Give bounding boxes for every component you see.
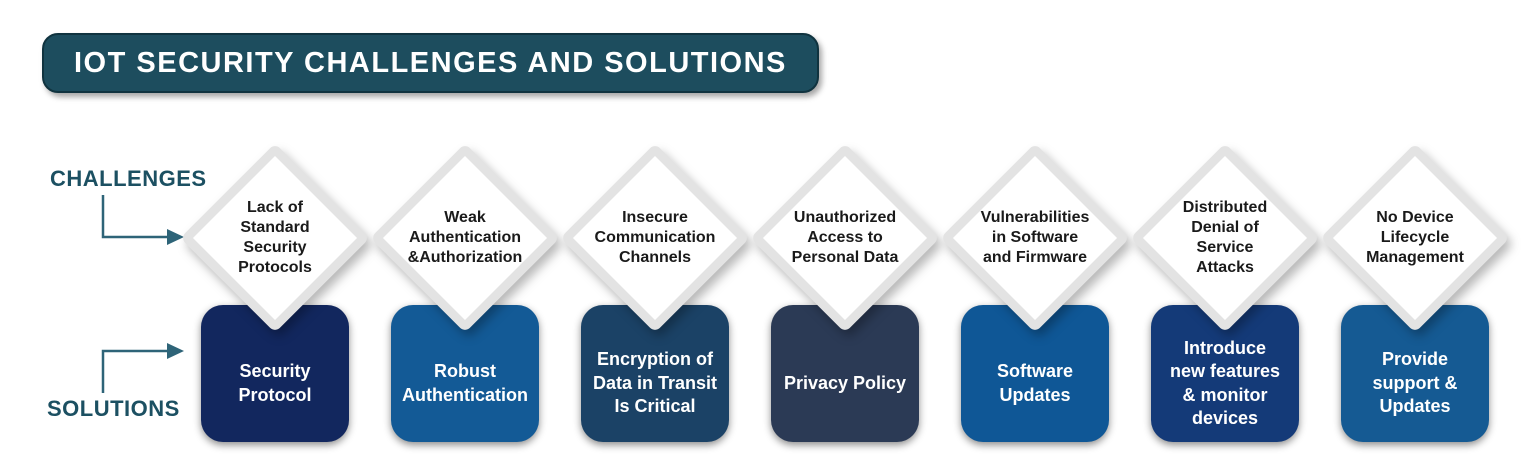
page-title: IOT SECURITY CHALLENGES AND SOLUTIONS bbox=[42, 33, 819, 93]
column-1: Lack of Standard Security Protocols Secu… bbox=[180, 0, 370, 468]
challenges-label: CHALLENGES bbox=[50, 166, 207, 191]
challenge-text: Distributed Denial of Service Attacks bbox=[1182, 199, 1268, 276]
solution-box: Introduce new features & monitor devices bbox=[1151, 305, 1299, 442]
challenge-text: Lack of Standard Security Protocols bbox=[238, 199, 312, 276]
challenges-arrow-icon bbox=[101, 195, 184, 245]
column-3: Insecure Communication Channels Encrypti… bbox=[560, 0, 750, 468]
solution-box: Software Updates bbox=[961, 305, 1109, 442]
solution-box: Privacy Policy bbox=[771, 305, 919, 442]
solutions-arrow-icon bbox=[101, 343, 184, 393]
column-5: Vulnerabilities in Software and Firmware… bbox=[940, 0, 1130, 468]
column-2: Weak Authentication &Authorization Robus… bbox=[370, 0, 560, 468]
challenge-text: Vulnerabilities in Software and Firmware bbox=[980, 209, 1090, 266]
column-6: Distributed Denial of Service Attacks In… bbox=[1130, 0, 1320, 468]
challenge-text: No Device Lifecycle Management bbox=[1366, 209, 1464, 266]
challenge-text: Unauthorized Access to Personal Data bbox=[791, 209, 899, 266]
solution-box: Security Protocol bbox=[201, 305, 349, 442]
solution-box: Robust Authentication bbox=[391, 305, 539, 442]
column-7: No Device Lifecycle Management Provide s… bbox=[1320, 0, 1510, 468]
column-4: Unauthorized Access to Personal Data Pri… bbox=[750, 0, 940, 468]
solutions-label: SOLUTIONS bbox=[47, 396, 180, 421]
solution-box: Encryption of Data in Transit Is Critica… bbox=[581, 305, 729, 442]
challenge-text: Insecure Communication Channels bbox=[594, 209, 716, 266]
solution-box: Provide support & Updates bbox=[1341, 305, 1489, 442]
challenge-text: Weak Authentication &Authorization bbox=[407, 209, 523, 266]
